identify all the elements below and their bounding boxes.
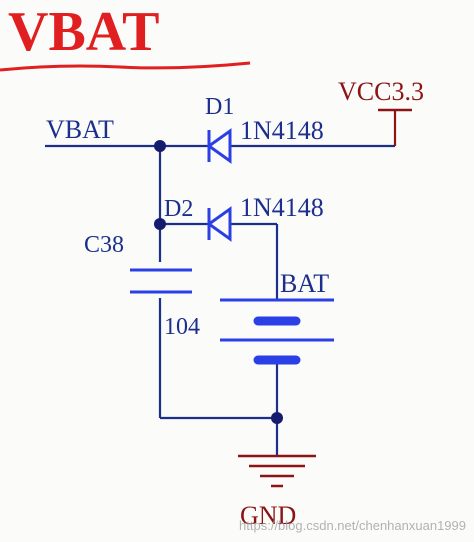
junctions	[154, 140, 283, 424]
junction-ground	[271, 412, 283, 424]
ground-label: GND	[240, 501, 296, 530]
vcc-power-port	[378, 108, 412, 146]
junction-vbat-d1	[154, 140, 166, 152]
battery-label: BAT	[280, 269, 329, 298]
capacitor-c38-ref: C38	[84, 232, 124, 258]
net-label-vbat: VBAT	[46, 115, 114, 144]
diode-d2-triangle	[206, 206, 232, 242]
schematic-title: VBAT	[8, 1, 159, 63]
title-underline	[0, 61, 251, 72]
diode-d1-part: 1N4148	[240, 116, 324, 145]
junction-d2	[154, 218, 166, 230]
ground-symbol	[238, 454, 316, 488]
diode-d1-triangle	[206, 128, 232, 164]
diode-d1	[206, 128, 232, 164]
watermark: https://blog.csdn.net/chenhanxuan1999	[239, 518, 466, 533]
capacitor-c38-value: 104	[164, 314, 200, 340]
diode-d2	[206, 206, 232, 242]
battery	[220, 298, 334, 365]
diode-d1-ref: D1	[205, 94, 234, 120]
capacitor-c38	[130, 262, 192, 298]
diode-d2-part: 1N4148	[240, 193, 324, 222]
net-label-vcc: VCC3.3	[338, 77, 424, 106]
diode-d2-ref: D2	[164, 196, 193, 222]
